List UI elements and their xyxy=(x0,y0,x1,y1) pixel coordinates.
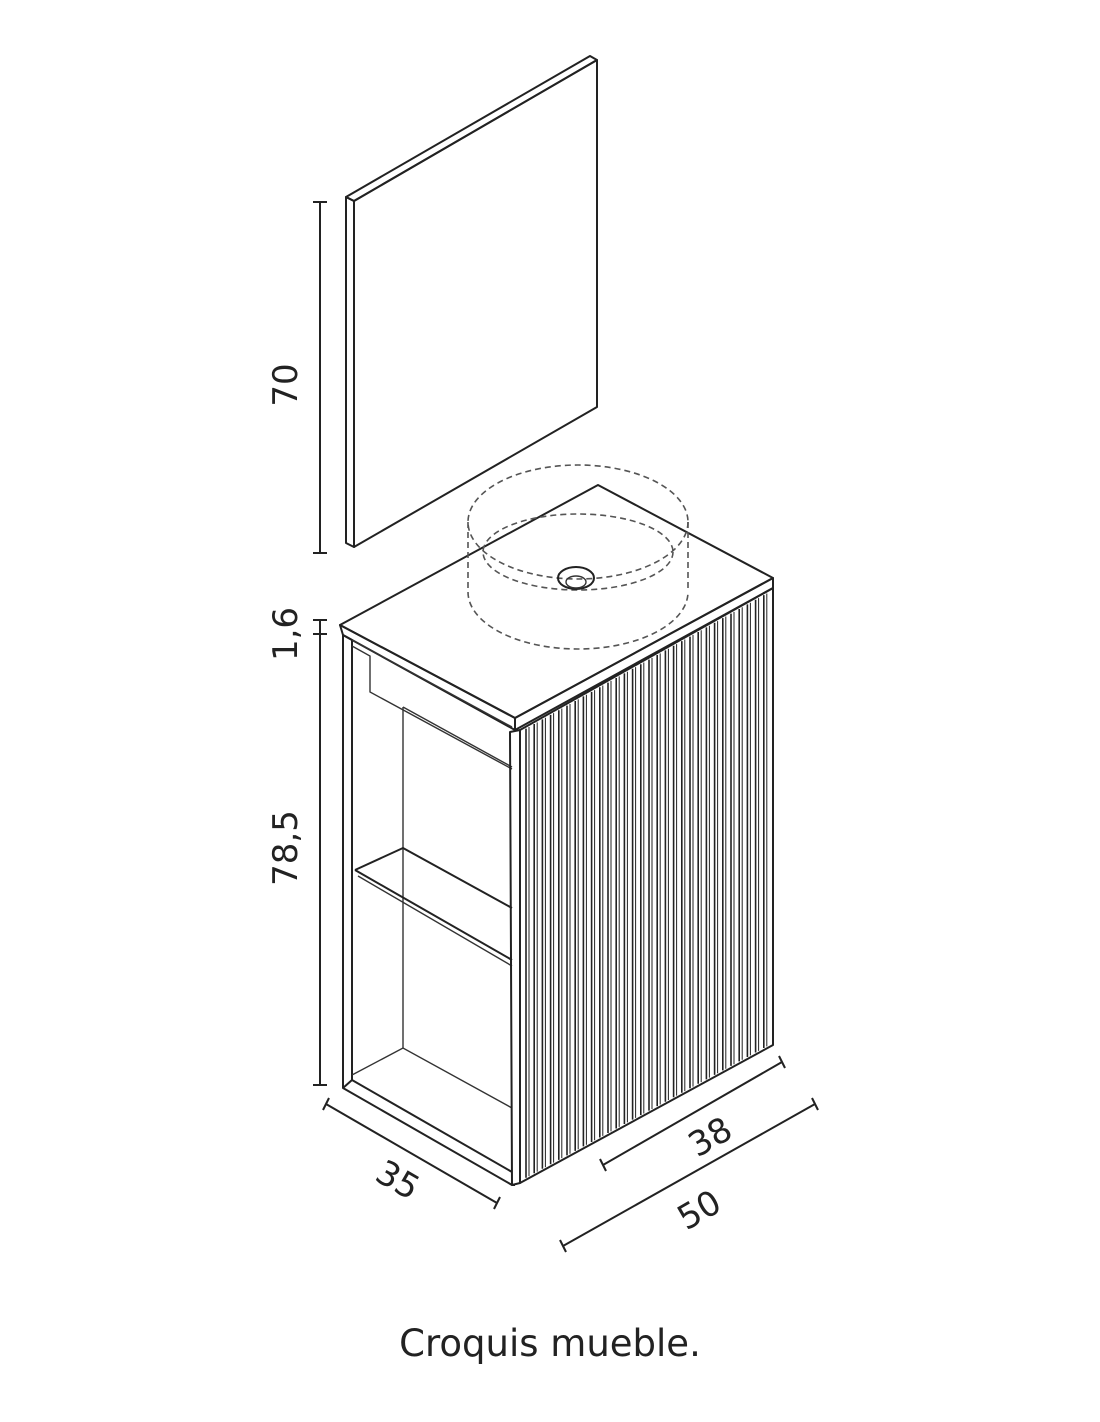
dim-cabinet-height: 78,5 xyxy=(266,810,306,886)
dim-depth: 35 xyxy=(369,1152,426,1208)
basin xyxy=(467,464,689,650)
dim-mirror-height: 70 xyxy=(266,363,306,406)
caption: Croquis mueble. xyxy=(399,1322,701,1365)
mirror xyxy=(345,55,598,548)
dim-total-width: 50 xyxy=(671,1182,728,1238)
dimension-lines xyxy=(313,201,819,1253)
drain-icon xyxy=(557,566,595,590)
fluted-door xyxy=(525,593,768,1178)
dim-countertop-thickness: 1,6 xyxy=(266,607,306,661)
dim-cabinet-width: 38 xyxy=(682,1109,739,1165)
cabinet xyxy=(339,484,774,1186)
